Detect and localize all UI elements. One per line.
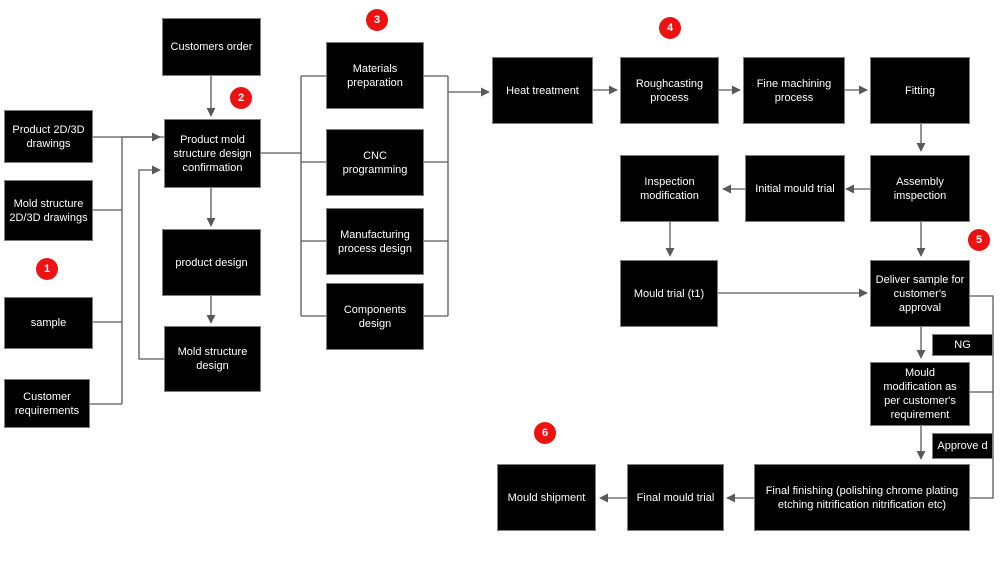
fine-machining-box: Fine machining process — [743, 57, 845, 124]
mould-modification-box: Mould modification as per customer's req… — [870, 362, 970, 426]
step-badge-6: 6 — [534, 422, 556, 444]
initial-mould-trial-label: Initial mould trial — [755, 182, 835, 195]
ng-label: NG — [954, 339, 971, 351]
product-design-label: product design — [175, 256, 248, 269]
roughcasting-box: Roughcasting process — [620, 57, 719, 124]
roughcasting-label: Roughcasting process — [635, 77, 704, 104]
assembly-inspection-label: Assembly imspection — [893, 175, 947, 202]
ng-label-box: NG — [932, 334, 993, 356]
step-badge-4: 4 — [659, 17, 681, 39]
heat-treatment-label: Heat treatment — [506, 84, 579, 97]
step-badge-3: 3 — [366, 9, 388, 31]
initial-mould-trial-box: Initial mould trial — [745, 155, 845, 222]
step-badge-3-number: 3 — [373, 14, 381, 26]
step-badge-5: 5 — [968, 229, 990, 251]
product-design-box: product design — [162, 229, 261, 296]
product-drawings-label: Product 2D/3D drawings — [12, 123, 85, 150]
mould-shipment-label: Mould shipment — [507, 491, 586, 504]
connector — [970, 295, 994, 499]
customers-order-box: Customers order — [162, 18, 261, 76]
step-badge-1-number: 1 — [43, 263, 51, 275]
manufacturing-process-design-label: Manufacturing process design — [338, 228, 412, 255]
final-finishing-label: Final finishing (polishing chrome platin… — [765, 484, 959, 511]
deliver-sample-label: Deliver sample for customer's approval — [875, 273, 965, 314]
final-mould-trial-box: Final mould trial — [627, 464, 724, 531]
customer-requirements-box: Customer requirements — [4, 379, 90, 428]
mold-structure-design-label: Mold structure design — [177, 346, 248, 372]
step-badge-1: 1 — [36, 258, 58, 280]
materials-preparation-box: Materials preparation — [326, 42, 424, 109]
mold-drawings-box: Mold structure 2D/3D drawings — [4, 180, 93, 241]
components-design-label: Components design — [343, 303, 407, 330]
design-confirmation-box: Product mold structure design confirmati… — [164, 119, 261, 188]
step-badge-6-number: 6 — [541, 427, 549, 439]
manufacturing-process-design-box: Manufacturing process design — [326, 208, 424, 275]
mold-structure-design-box: Mold structure design — [164, 326, 261, 392]
deliver-sample-box: Deliver sample for customer's approval — [870, 260, 970, 327]
fitting-box: Fitting — [870, 57, 970, 124]
mould-shipment-box: Mould shipment — [497, 464, 596, 531]
cnc-programming-box: CNC programming — [326, 129, 424, 196]
step-badge-2-number: 2 — [237, 92, 245, 104]
assembly-inspection-box: Assembly imspection — [870, 155, 970, 222]
mold-drawings-label: Mold structure 2D/3D drawings — [9, 197, 88, 224]
approved-label-box: Approve d — [932, 433, 993, 459]
final-mould-trial-label: Final mould trial — [636, 491, 715, 504]
mould-modification-label: Mould modification as per customer's req… — [883, 367, 957, 421]
design-confirmation-label: Product mold structure design confirmati… — [173, 133, 252, 174]
step-badge-5-number: 5 — [975, 234, 983, 246]
step-badge-4-number: 4 — [666, 22, 674, 34]
final-finishing-box: Final finishing (polishing chrome platin… — [754, 464, 970, 531]
step-badge-2: 2 — [230, 87, 252, 109]
heat-treatment-box: Heat treatment — [492, 57, 593, 124]
mould-trial-t1-label: Mould trial (t1) — [633, 287, 705, 300]
components-design-box: Components design — [326, 283, 424, 350]
customers-order-label: Customers order — [170, 41, 253, 53]
cnc-programming-label: CNC programming — [342, 149, 408, 176]
sample-box: sample — [4, 297, 93, 349]
inspection-modification-box: Inspection modification — [620, 155, 719, 222]
sample-label: sample — [30, 317, 67, 329]
fine-machining-label: Fine machining process — [756, 77, 832, 104]
materials-preparation-label: Materials preparation — [347, 62, 403, 89]
customer-requirements-label: Customer requirements — [14, 390, 80, 417]
inspection-modification-label: Inspection modification — [640, 175, 699, 202]
connector — [138, 165, 164, 360]
mould-trial-t1-box: Mould trial (t1) — [620, 260, 718, 327]
product-drawings-box: Product 2D/3D drawings — [4, 110, 93, 163]
fitting-label: Fitting — [905, 84, 935, 97]
approved-label: Approve d — [937, 440, 988, 452]
